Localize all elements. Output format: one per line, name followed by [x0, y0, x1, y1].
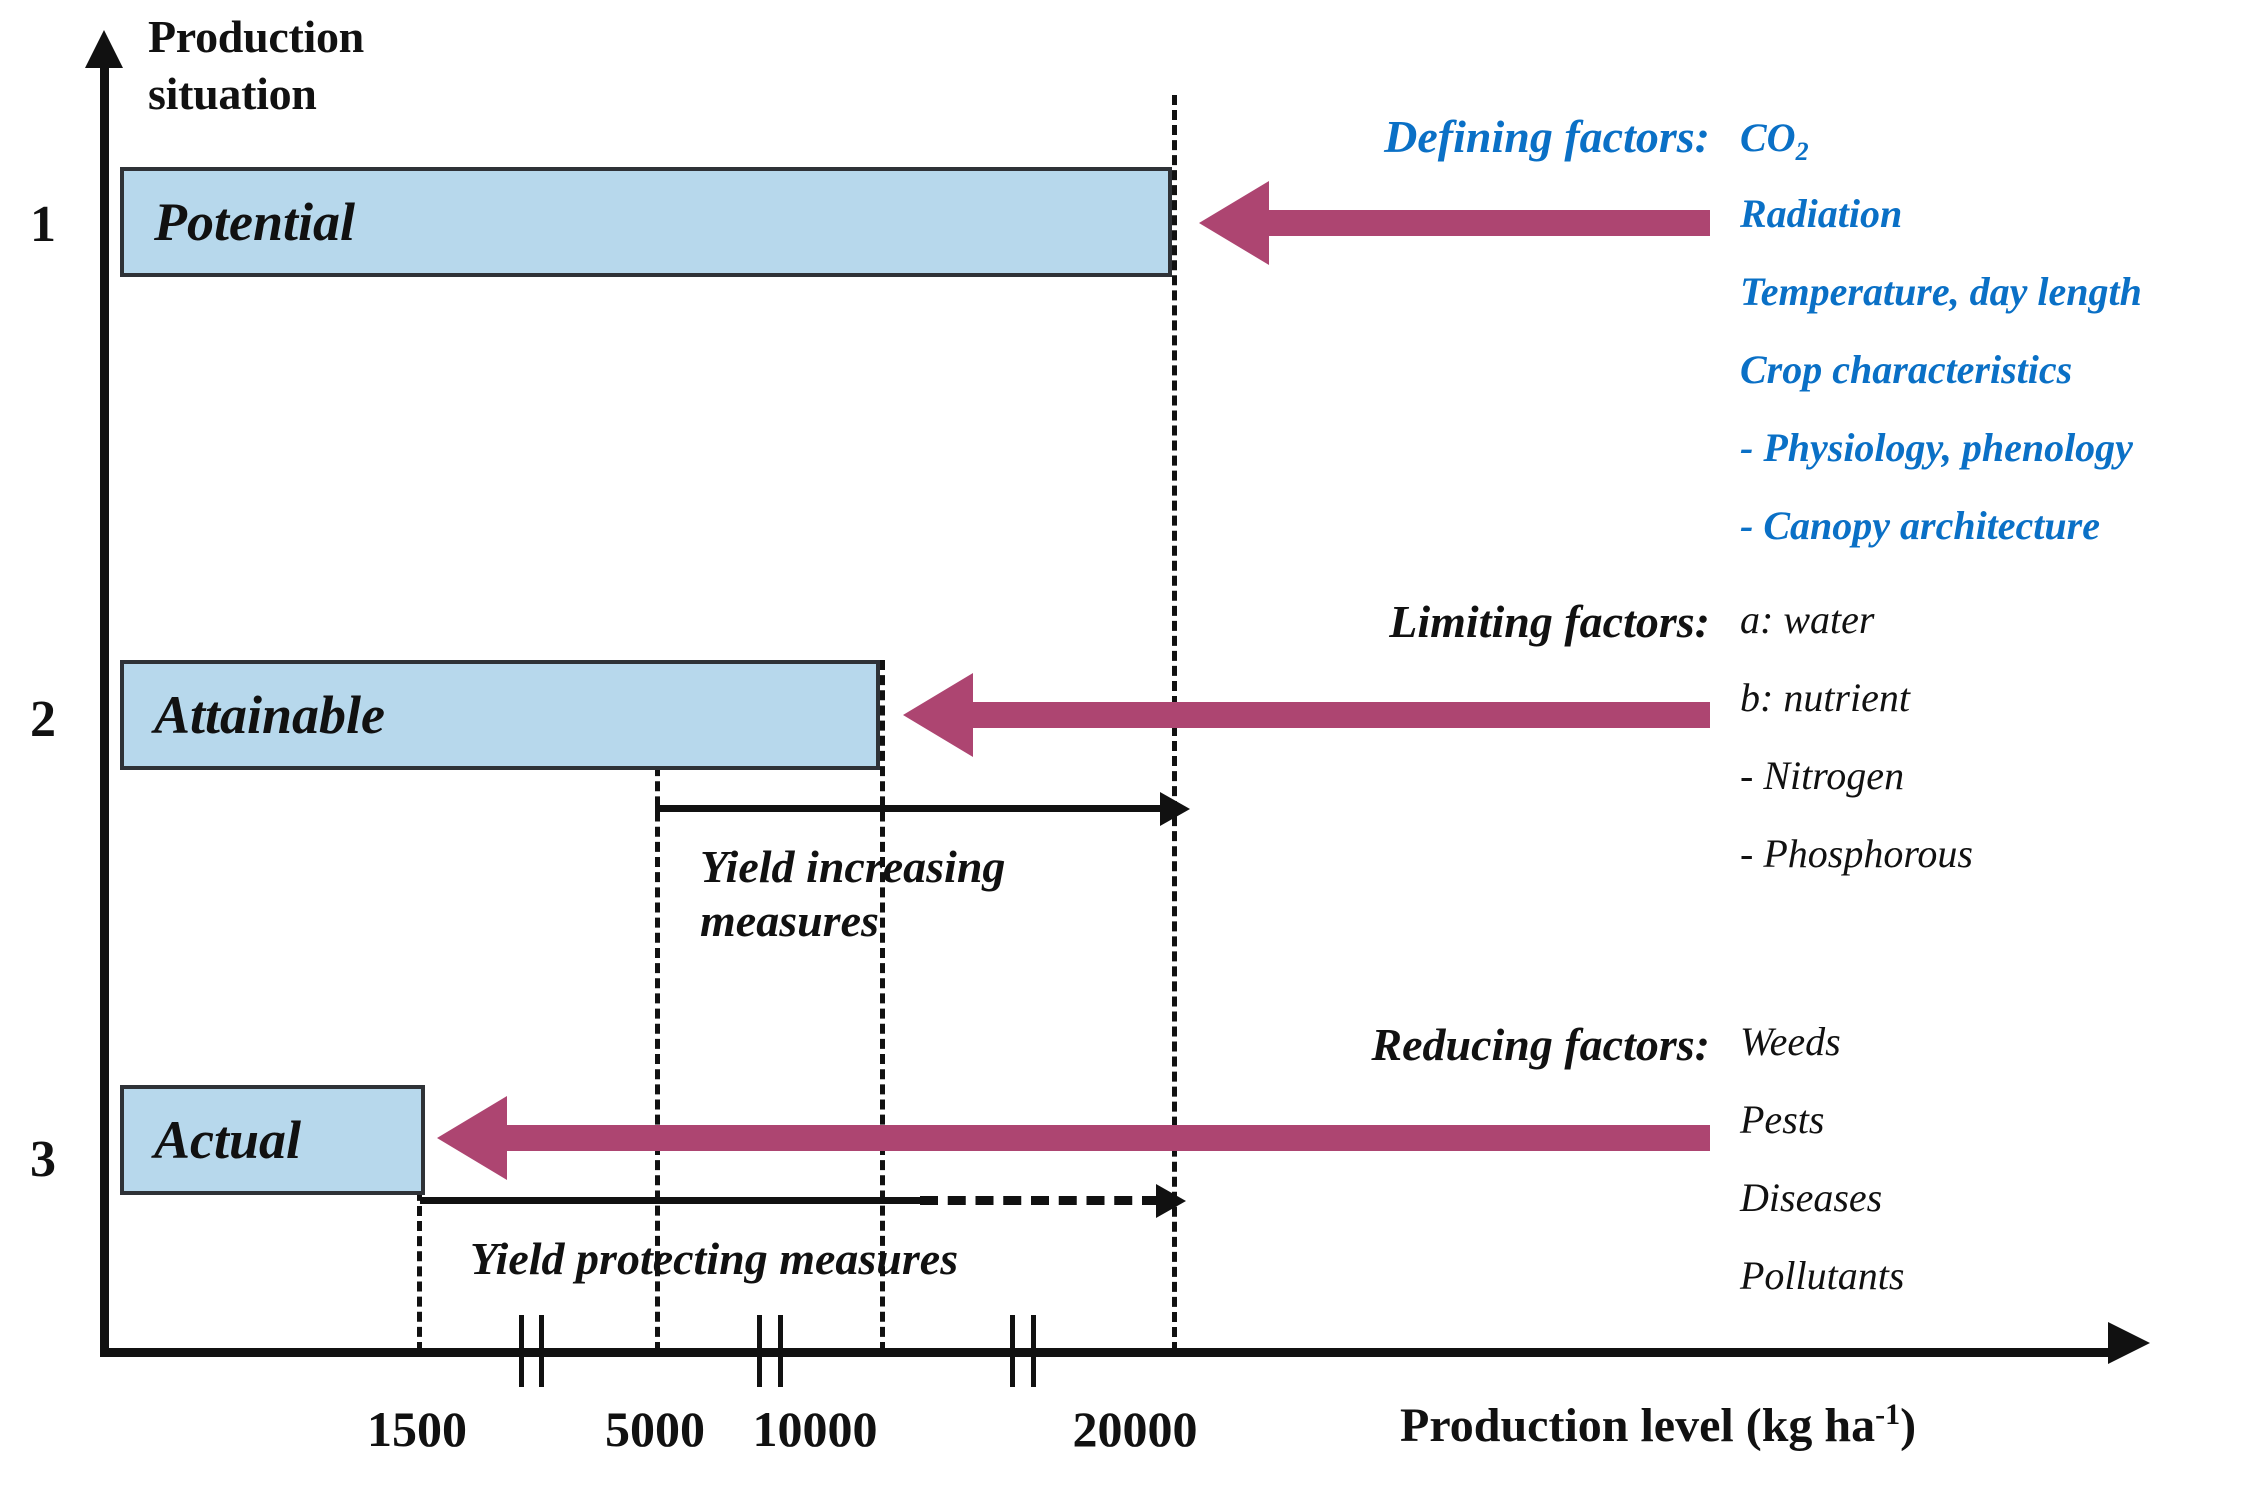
defining-factors-list: CO2 Radiation Temperature, day length Cr… [1740, 118, 2142, 584]
yield-protecting-arrow-head-icon [1156, 1184, 1186, 1218]
gridline-5000 [655, 660, 660, 1352]
bar-label-potential: Potential [154, 192, 355, 252]
factor-item-weeds: Weeds [1740, 1019, 1841, 1064]
factor-item-canopy-architecture: - Canopy architecture [1740, 503, 2100, 548]
y-axis-arrowhead-icon [85, 30, 123, 68]
axis-break-mark [1031, 1315, 1036, 1387]
yield-protecting-arrow-shaft-dashed [920, 1196, 1160, 1205]
x-tick-label-5000: 5000 [605, 1401, 705, 1457]
x-axis-title-exponent: -1 [1875, 1398, 1901, 1431]
level-number-2: 2 [30, 691, 56, 748]
defining-arrow-head-icon [1199, 181, 1269, 265]
y-axis-title-line2: situation [148, 68, 317, 120]
bar-attainable: Attainable [120, 660, 880, 770]
x-axis-title: Production level (kg ha-1) [1400, 1398, 1916, 1453]
x-tick-label-20000: 20000 [1072, 1401, 1198, 1457]
limiting-arrow-head-icon [903, 673, 973, 757]
factor-item-nutrient: b: nutrient [1740, 675, 1910, 720]
y-axis-title: Production situation [148, 8, 478, 122]
axis-break-mark [1010, 1315, 1015, 1387]
factor-item-water: a: water [1740, 597, 1875, 642]
x-axis-line [100, 1348, 2120, 1357]
bar-potential: Potential [120, 167, 1172, 277]
factor-item-physiology-phenology: - Physiology, phenology [1740, 425, 2133, 470]
axis-break-mark [539, 1315, 544, 1387]
factor-item-temperature: Temperature, day length [1740, 269, 2142, 314]
factor-item-crop-characteristics: Crop characteristics [1740, 347, 2073, 392]
level-number-1: 1 [30, 196, 56, 253]
gridline-1500 [417, 1085, 422, 1352]
x-axis-title-text: Production level (kg ha [1400, 1399, 1876, 1452]
bar-actual: Actual [120, 1085, 425, 1195]
bar-label-actual: Actual [154, 1110, 302, 1170]
factor-item-co2-subscript: 2 [1795, 137, 1809, 166]
factor-item-phosphorous: - Phosphorous [1740, 831, 1973, 876]
yield-protecting-label: Yield protecting measures [470, 1233, 959, 1284]
limiting-factors-heading: Limiting factors: [1389, 596, 1710, 647]
x-tick-label-10000: 10000 [752, 1401, 878, 1457]
factor-item-co2: CO2 [1740, 118, 2142, 194]
factor-item-pollutants: Pollutants [1740, 1253, 1905, 1298]
factor-item-radiation: Radiation [1740, 191, 1903, 236]
axis-break-mark [778, 1315, 783, 1387]
x-axis-arrowhead-icon [2108, 1322, 2150, 1364]
yield-increasing-label: Yield increasing measures [700, 840, 1140, 949]
reducing-arrow-head-icon [437, 1096, 507, 1180]
x-tick-label-1500: 1500 [367, 1401, 467, 1457]
defining-arrow-shaft [1268, 210, 1710, 236]
factor-item-pests: Pests [1740, 1097, 1825, 1142]
reducing-arrow-shaft [506, 1125, 1710, 1151]
factor-item-nitrogen: - Nitrogen [1740, 753, 1905, 798]
level-number-3: 3 [30, 1131, 56, 1188]
bar-label-attainable: Attainable [154, 685, 386, 745]
y-axis-title-line1: Production [148, 11, 364, 62]
limiting-factors-list: a: water b: nutrient - Nitrogen - Phosph… [1740, 600, 1973, 912]
reducing-factors-heading: Reducing factors: [1371, 1019, 1710, 1070]
axis-break-mark [519, 1315, 524, 1387]
limiting-arrow-shaft [972, 702, 1710, 728]
yield-protecting-arrow-shaft-solid [420, 1197, 920, 1204]
yield-increasing-label-line1: Yield increasing [700, 841, 1006, 892]
factor-item-co2-base: CO [1740, 115, 1796, 160]
yield-increasing-arrow-shaft [655, 805, 1165, 812]
reducing-factors-list: Weeds Pests Diseases Pollutants [1740, 1022, 1904, 1334]
gridline-10000 [880, 660, 885, 1352]
y-axis-line [100, 60, 109, 1355]
factor-item-diseases: Diseases [1740, 1175, 1883, 1220]
axis-break-mark [757, 1315, 762, 1387]
yield-increasing-arrow-head-icon [1160, 792, 1190, 826]
yield-increasing-label-line2: measures [700, 895, 879, 947]
defining-factors-heading: Defining factors: [1384, 111, 1710, 162]
x-axis-title-close: ) [1900, 1399, 1917, 1452]
